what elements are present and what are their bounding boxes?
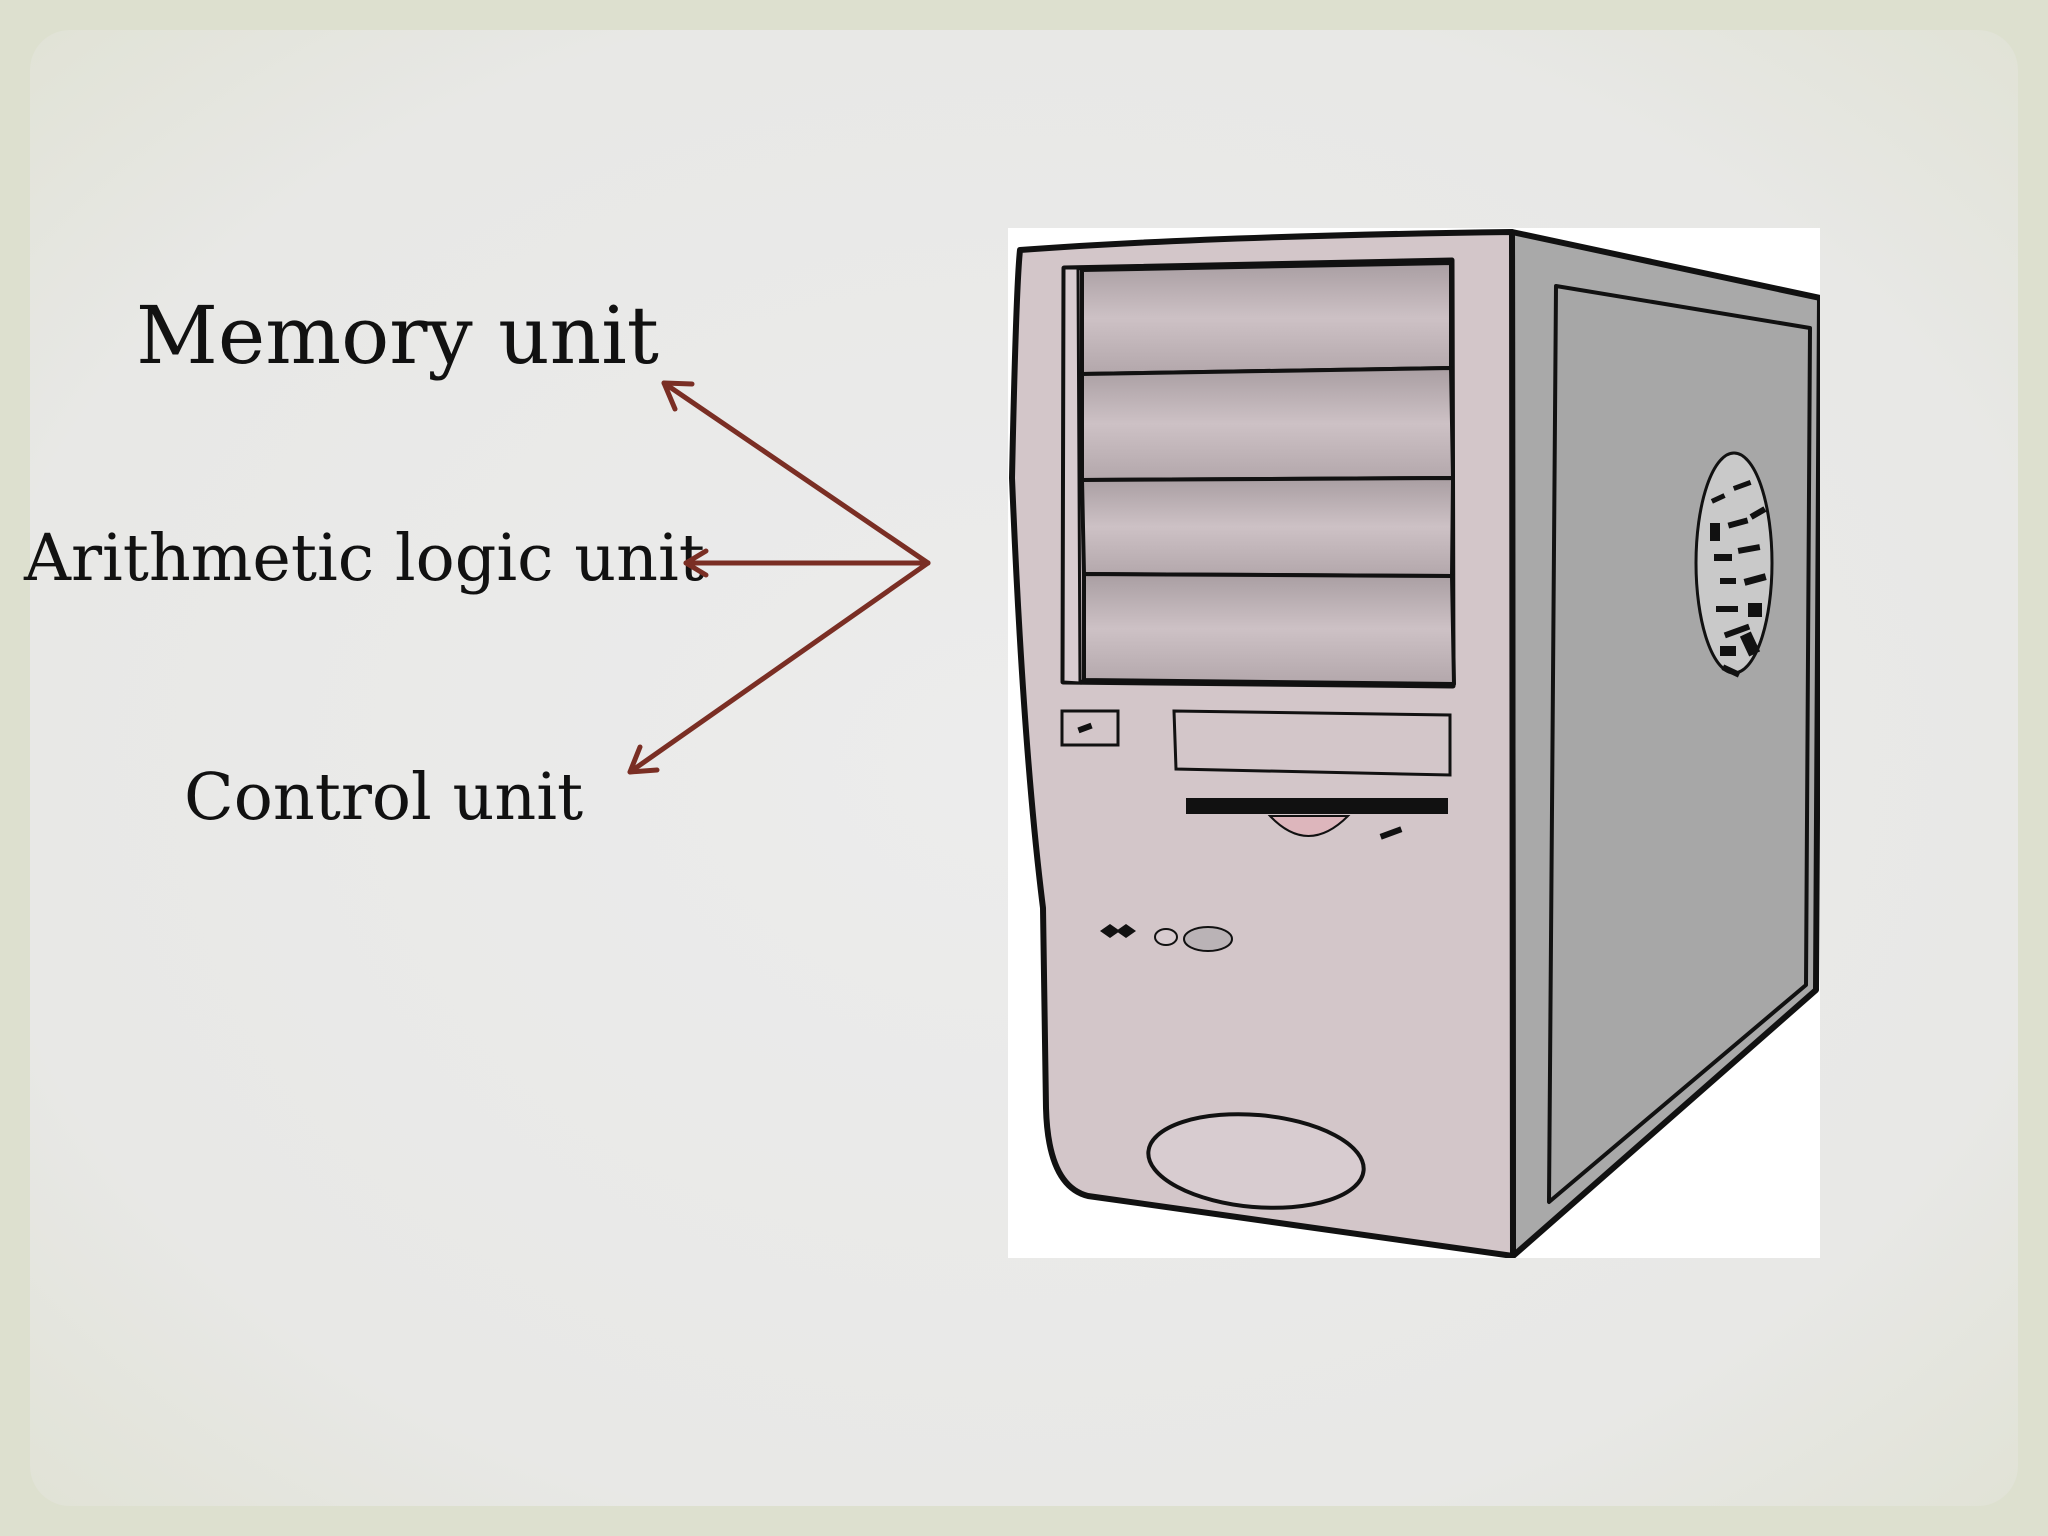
arrow-to-memory-unit [661, 380, 931, 566]
arrowhead-alu [683, 548, 709, 578]
control-unit-label: Control unit [184, 760, 584, 835]
computer-image [1008, 228, 1820, 1258]
arrow-to-control-unit [627, 560, 931, 775]
arrows-group [627, 380, 931, 775]
arithmetic-logic-unit-label: Arithmetic logic unit [24, 521, 705, 596]
memory-unit-label: Memory unit [136, 289, 659, 382]
arrowhead-memory [661, 380, 695, 412]
computer-tower-icon [1009, 229, 1820, 1258]
arrowhead-control [627, 744, 660, 775]
